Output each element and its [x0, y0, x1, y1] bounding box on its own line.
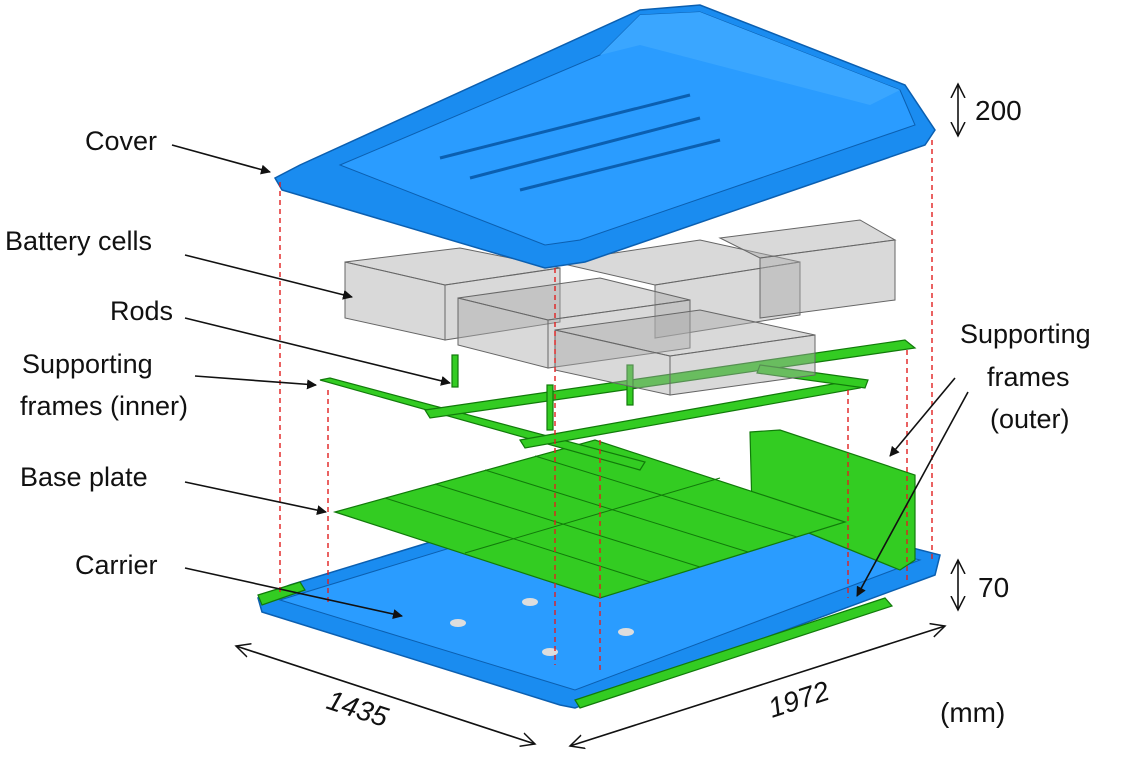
label-frames-inner-line1: Supporting [22, 349, 153, 379]
dim-unit: (mm) [940, 697, 1005, 728]
label-frames-outer-line3: (outer) [990, 404, 1070, 434]
leader-arrows [171, 144, 969, 619]
label-cover: Cover [85, 126, 157, 156]
label-carrier: Carrier [75, 550, 158, 580]
cover [273, 4, 936, 269]
base-plate [332, 439, 847, 599]
label-rods: Rods [110, 296, 173, 326]
rods [451, 354, 634, 431]
label-frames-outer-line1: Supporting [960, 319, 1091, 349]
dimension-arrows [236, 84, 958, 746]
label-frames-outer-line2: frames [987, 362, 1070, 392]
label-base-plate: Base plate [20, 462, 148, 492]
dim-length: 1972 [764, 675, 833, 724]
label-battery-cells: Battery cells [5, 226, 152, 256]
dim-cover-height: 200 [975, 95, 1022, 126]
label-frames-inner-line2: frames (inner) [20, 391, 188, 421]
dim-carrier-height: 70 [978, 572, 1009, 603]
dim-width: 1435 [323, 684, 392, 733]
